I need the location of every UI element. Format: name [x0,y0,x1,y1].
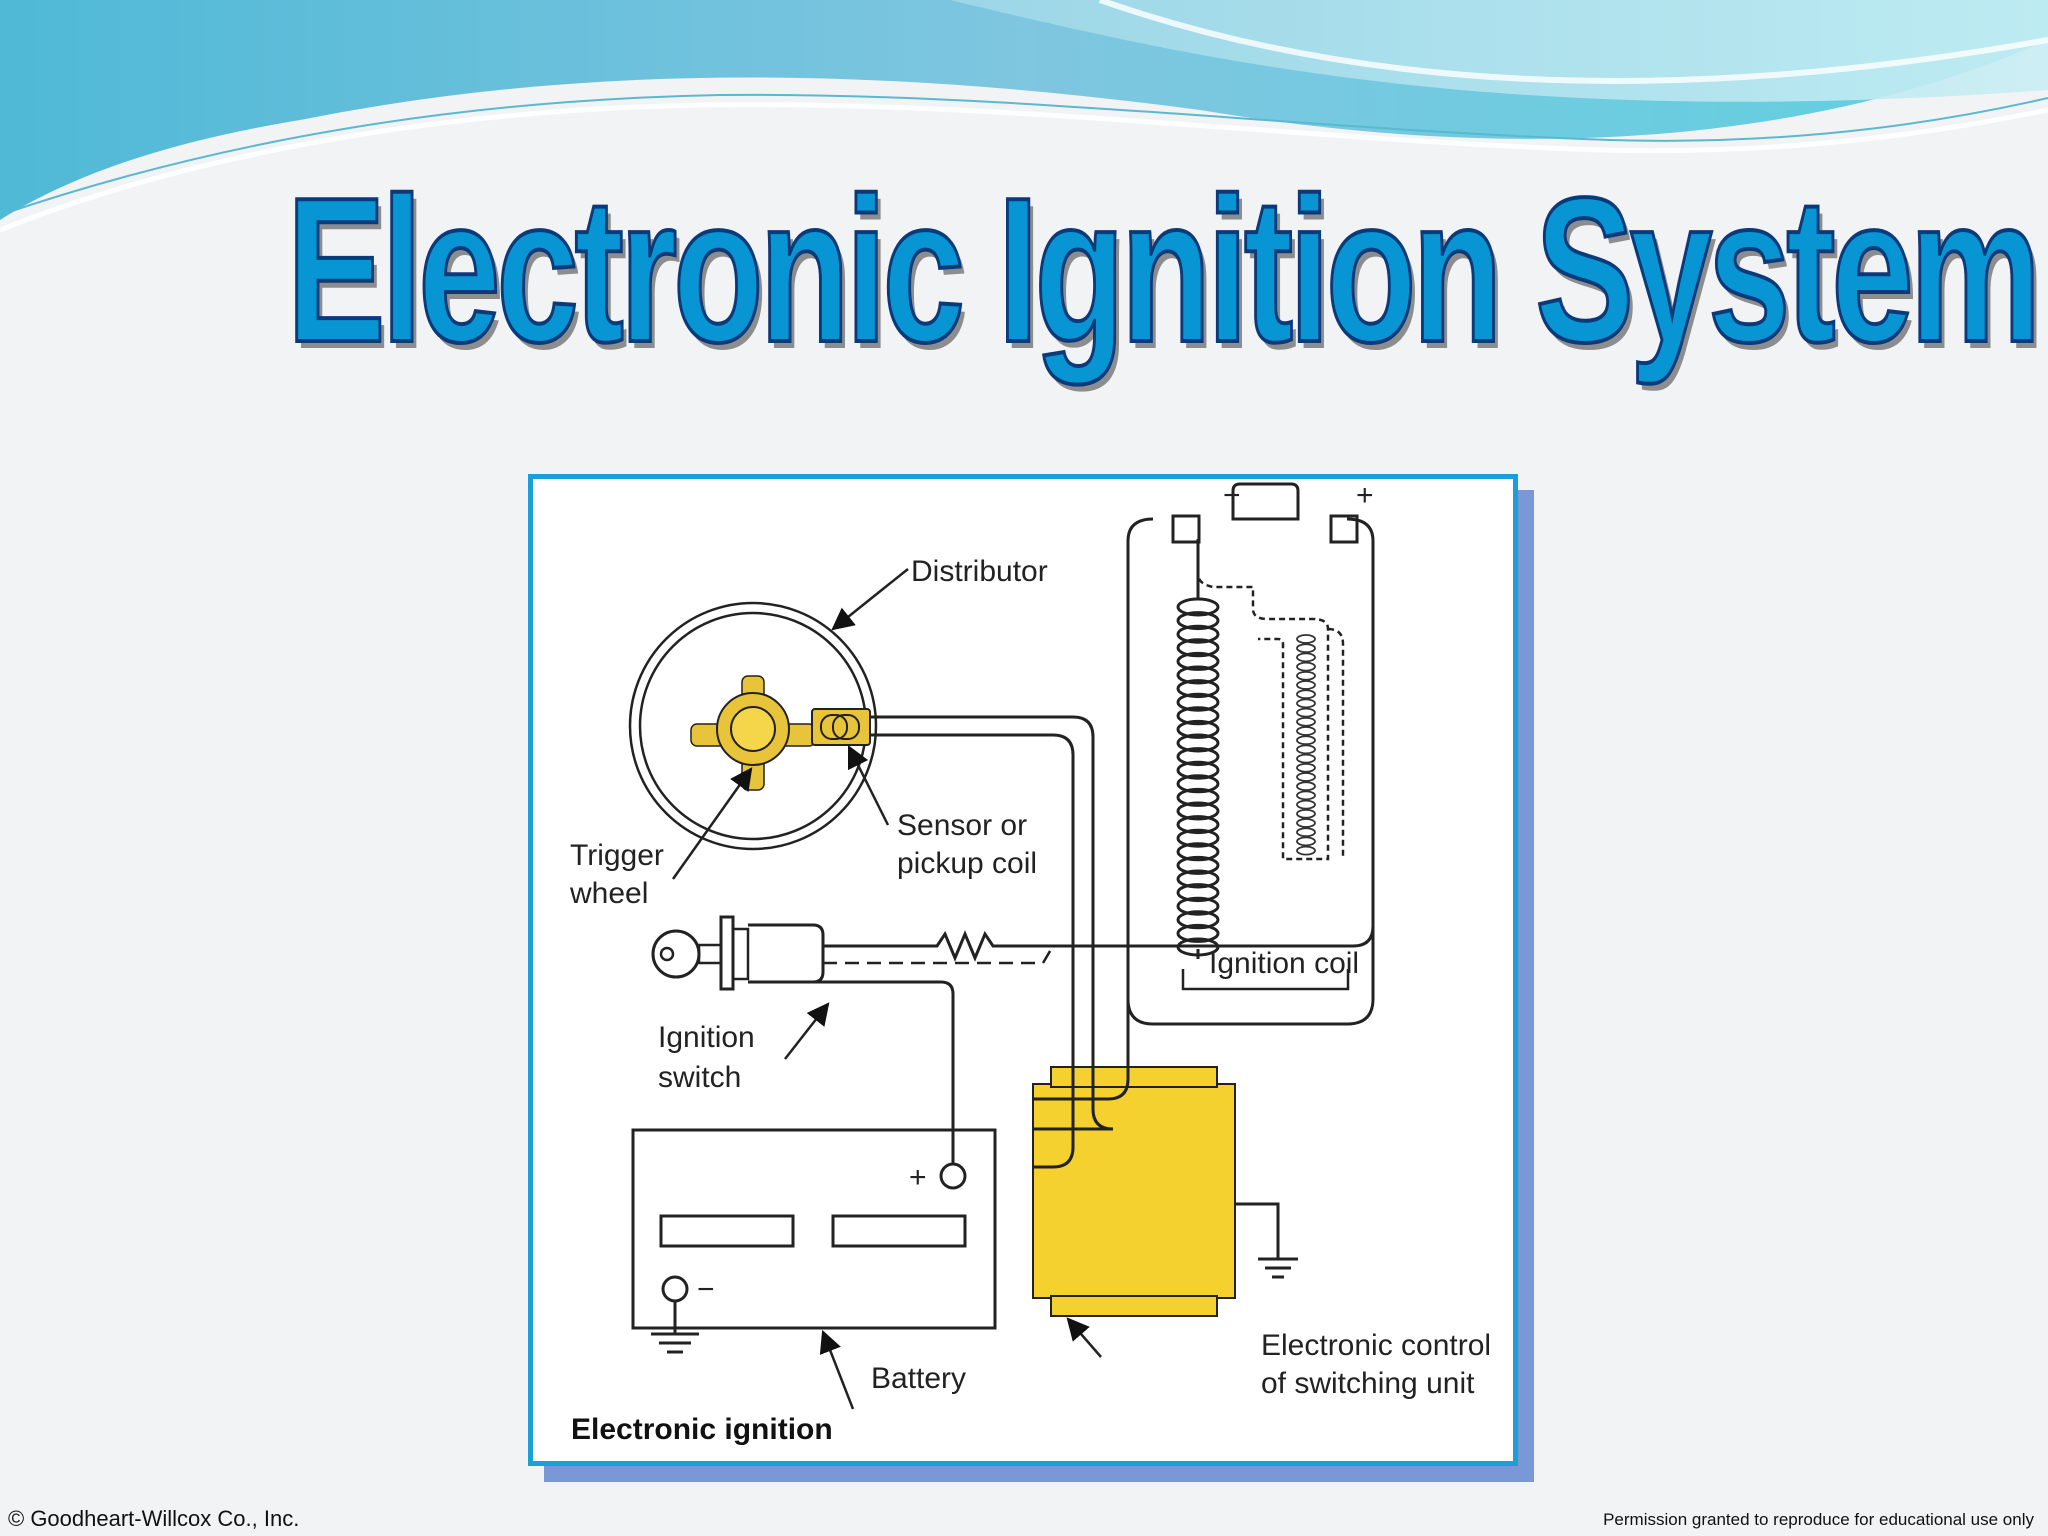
battery-minus-label: − [697,1273,715,1306]
ignition-diagram: + − − + [569,479,1491,1446]
battery-plus-label: + [909,1161,927,1194]
figure-caption: Electronic ignition [571,1413,833,1446]
sensor-label-line2: pickup coil [897,847,1037,880]
footer-copyright: © Goodheart-Willcox Co., Inc. [8,1506,300,1531]
sensor-label-line1: Sensor or [897,809,1027,842]
coil-to-control-wire [1033,541,1130,1101]
coil-plus-label: + [1356,479,1374,512]
wiring [748,541,1375,1169]
footer-permission: Permission granted to reproduce for educ… [1603,1510,2034,1529]
battery-label: Battery [871,1362,966,1395]
battery-ground-icon [651,1301,699,1354]
control-unit-label-line1: Electronic control [1261,1329,1491,1362]
ignition-coil: − + [1126,479,1375,1026]
electronic-control-unit [1032,1066,1298,1317]
ignition-switch [651,915,825,991]
trigger-wheel [690,675,816,791]
control-ground-icon [1235,1202,1298,1279]
slide-title: Electronic Ignition System [285,153,2043,387]
battery: + − [631,1128,997,1354]
ignition-coil-label: Ignition coil [1209,947,1359,980]
coil-windings [1176,539,1316,959]
distributor-label: Distributor [911,555,1048,588]
coil-minus-label: − [1223,479,1241,512]
trigger-wheel-label-line2: wheel [569,877,648,910]
control-unit-label-line2: of switching unit [1261,1367,1475,1400]
ignition-switch-label-line1: Ignition [658,1021,755,1054]
pickup-coil-sensor [811,708,871,746]
ignition-diagram-frame: + − − + [528,474,1518,1466]
ignition-switch-label-line2: switch [658,1061,741,1094]
trigger-wheel-label-line1: Trigger [570,839,664,872]
